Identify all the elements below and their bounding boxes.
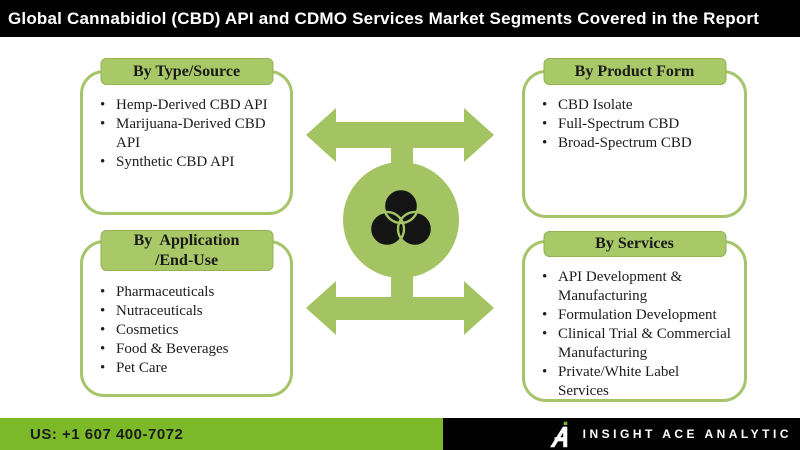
list-item: • Pharmaceuticals: [97, 283, 282, 302]
bullet-dot: •: [542, 269, 548, 285]
bullet-dot: •: [100, 303, 106, 319]
list-item-label: Broad-Spectrum CBD: [558, 135, 692, 151]
page-title: Global Cannabidiol (CBD) API and CDMO Se…: [8, 8, 760, 28]
center-connector-graphic: [306, 108, 494, 335]
list-item-label: Food & Beverages: [116, 341, 229, 357]
list-item: • Nutraceuticals: [97, 302, 282, 321]
segment-header-application: By Application /End-Use: [100, 230, 273, 271]
phone-number: US: +1 607 400-7072: [30, 425, 184, 443]
segment-item-list: • Pharmaceuticals • Nutraceuticals • Cosmetic…: [83, 243, 290, 378]
list-item: • API Development & Manufacturing: [539, 268, 736, 306]
brand-name: INSIGHT ACE ANALYTIC: [582, 427, 792, 441]
segment-item-list: • API Development & Manufacturing • Formula…: [525, 243, 744, 401]
list-item: • Formulation Development: [539, 306, 736, 325]
bullet-dot: •: [542, 364, 548, 380]
bullet-dot: •: [542, 116, 548, 132]
bullet-dot: •: [542, 307, 548, 323]
bullet-dot: •: [100, 97, 106, 113]
list-item-label: Synthetic CBD API: [116, 154, 235, 170]
segment-header-label: By Product Form: [574, 62, 695, 80]
segment-header-services: By Services: [543, 231, 726, 257]
list-item-label: Clinical Trial & Commercial Manufacturin…: [558, 326, 731, 361]
bullet-dot: •: [542, 135, 548, 151]
segment-box-type-source: By Type/Source • Hemp-Derived CBD API • Mar…: [80, 58, 293, 215]
list-item: • Private/White Label Services: [539, 363, 736, 401]
list-item: • Cosmetics: [97, 321, 282, 340]
list-item-label: Pharmaceuticals: [116, 284, 215, 300]
list-item: • Clinical Trial & Commercial Manufacturi…: [539, 325, 736, 363]
segment-header-label: By Type/Source: [132, 62, 241, 80]
footer-bar: US: +1 607 400-7072 INSIGHT ACE ANALYTIC: [0, 418, 800, 450]
list-item-label: Marijuana-Derived CBD API: [116, 116, 266, 151]
segment-header-label: By Services: [595, 235, 674, 253]
segment-header-label-line2: /End-Use: [154, 251, 219, 269]
list-item-label: Private/White Label Services: [558, 364, 680, 399]
title-bar: Global Cannabidiol (CBD) API and CDMO Se…: [0, 0, 800, 37]
bullet-dot: •: [100, 284, 106, 300]
list-item-label: Pet Care: [116, 360, 168, 376]
list-item: • Broad-Spectrum CBD: [539, 134, 736, 153]
list-item: • Synthetic CBD API: [97, 153, 282, 172]
bullet-dot: •: [100, 322, 106, 338]
list-item: • CBD Isolate: [539, 96, 736, 115]
bullet-dot: •: [542, 326, 548, 342]
list-item: • Marijuana-Derived CBD API: [97, 115, 282, 153]
bullet-dot: •: [100, 341, 106, 357]
list-item-label: Hemp-Derived CBD API: [116, 97, 268, 113]
insight-ace-a-logo: [549, 421, 567, 447]
list-item-label: API Development & Manufacturing: [558, 269, 683, 304]
footer-brand-section: INSIGHT ACE ANALYTIC: [443, 418, 800, 450]
bullet-dot: •: [100, 154, 106, 170]
list-item-label: CBD Isolate: [558, 97, 633, 113]
segment-box-product-form: By Product Form • CBD Isolate • Full-Spectr…: [522, 58, 747, 218]
segment-box-services: By Services • API Development & Manufactu…: [522, 231, 747, 402]
list-item-label: Formulation Development: [558, 307, 717, 323]
segment-item-list: • CBD Isolate • Full-Spectrum CBD • Broad-Spe…: [525, 73, 744, 153]
list-item-label: Cosmetics: [116, 322, 179, 338]
segment-header-product-form: By Product Form: [543, 58, 726, 85]
logo-dot-icon: [563, 421, 567, 425]
list-item-label: Full-Spectrum CBD: [558, 116, 680, 132]
venn-diagram-icon: [368, 187, 434, 248]
double-headed-arrow-icon: [306, 108, 494, 335]
bullet-dot: •: [542, 97, 548, 113]
list-item: • Food & Beverages: [97, 340, 282, 359]
segment-box-application: By Application /End-Use • Pharmaceuticals…: [80, 230, 293, 397]
segment-header-type-source: By Type/Source: [100, 58, 273, 85]
bullet-dot: •: [100, 116, 106, 132]
list-item: • Hemp-Derived CBD API: [97, 96, 282, 115]
list-item: • Pet Care: [97, 359, 282, 378]
list-item: • Full-Spectrum CBD: [539, 115, 736, 134]
bullet-dot: •: [100, 360, 106, 376]
segment-item-list: • Hemp-Derived CBD API • Marijuana-Derived …: [83, 73, 290, 172]
footer-phone-section: US: +1 607 400-7072: [0, 418, 443, 450]
segment-header-label-line1: By Application: [133, 232, 240, 250]
list-item-label: Nutraceuticals: [116, 303, 203, 319]
